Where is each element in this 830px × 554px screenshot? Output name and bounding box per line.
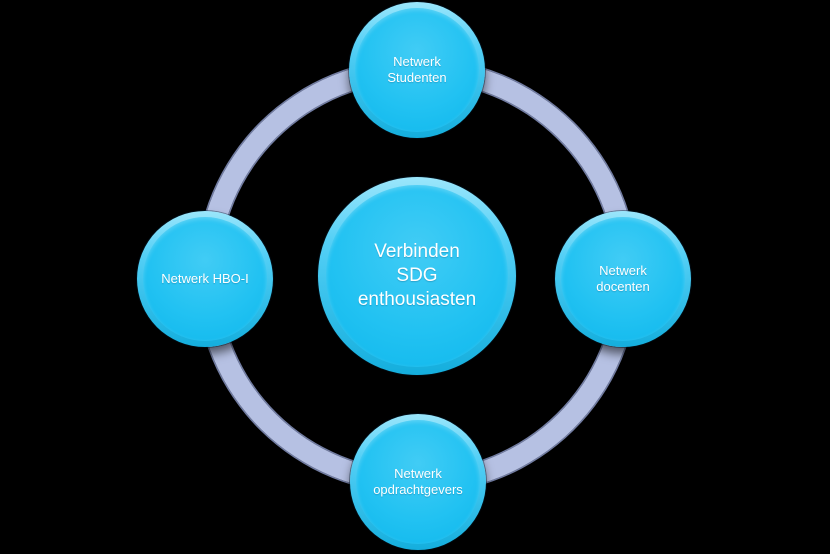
center-node-verbinden-sdg: Verbinden SDG enthousiasten xyxy=(318,177,516,375)
label-line: Netwerk xyxy=(393,54,441,69)
node-label: Netwerk docenten xyxy=(555,211,691,347)
label-line: opdrachtgevers xyxy=(373,482,463,497)
node-label: Netwerk opdrachtgevers xyxy=(350,414,486,550)
satellite-node-docenten: Netwerk docenten xyxy=(555,211,691,347)
node-label: Verbinden SDG enthousiasten xyxy=(318,177,516,375)
node-label: Netwerk Studenten xyxy=(349,2,485,138)
label-line: docenten xyxy=(596,279,650,294)
label-line: Netwerk xyxy=(599,263,647,278)
satellite-node-opdrachtgevers: Netwerk opdrachtgevers xyxy=(350,414,486,550)
label-line: SDG xyxy=(396,265,438,286)
node-label: Netwerk HBO-I xyxy=(137,211,273,347)
label-line: enthousiasten xyxy=(357,289,477,310)
satellite-node-hbo-i: Netwerk HBO-I xyxy=(137,211,273,347)
label-line: Studenten xyxy=(387,70,447,85)
satellite-node-studenten: Netwerk Studenten xyxy=(349,2,485,138)
label-line: Netwerk HBO-I xyxy=(161,271,249,286)
label-line: Verbinden xyxy=(374,241,460,262)
label-line: Netwerk xyxy=(394,466,442,481)
